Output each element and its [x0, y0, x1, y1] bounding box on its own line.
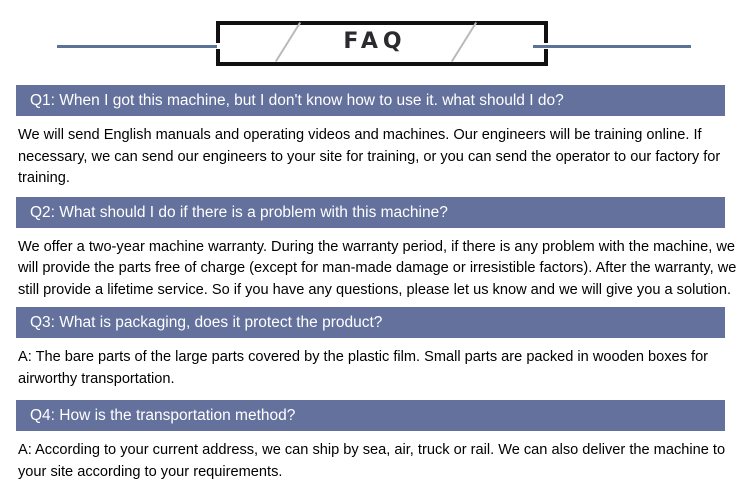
faq-question-bar-q2[interactable]: Q2: What should I do if there is a probl… [16, 196, 725, 228]
faq-answer-q2: We offer a two-year machine warranty. Du… [18, 238, 737, 298]
bracket-right-lower-edge [544, 49, 548, 66]
faq-question-bar-q1[interactable]: Q1: When I got this machine, but I don't… [16, 85, 725, 116]
page-title: FAQ [343, 29, 407, 54]
bracket-bottom-bar [216, 62, 548, 66]
faq-question-bar-q4[interactable]: Q4: How is the transportation method? [16, 400, 725, 431]
faq-header-banner: FAQ [0, 0, 750, 82]
faq-item: Q4: How is the transportation method? A:… [0, 400, 750, 483]
faq-item: Q3: What is packaging, does it protect t… [0, 307, 750, 397]
bracket-left-upper-edge [216, 21, 220, 43]
header-rule-left [57, 45, 217, 48]
faq-answer-q4: A: According to your current address, we… [18, 442, 726, 480]
faq-question-bar-q3[interactable]: Q3: What is packaging, does it protect t… [16, 307, 725, 338]
faq-list: Q1: When I got this machine, but I don't… [0, 82, 750, 483]
faq-answer-q1: We will send English manuals and operati… [18, 127, 721, 186]
faq-item: Q2: What should I do if there is a probl… [0, 196, 750, 308]
bracket-top-bar [216, 21, 548, 25]
bracket-left-lower-edge [216, 49, 220, 66]
faq-answer-q3: A: The bare parts of the large parts cov… [18, 349, 709, 387]
header-rule-right [533, 45, 691, 48]
bracket-right-upper-edge [544, 21, 548, 43]
faq-item: Q1: When I got this machine, but I don't… [0, 85, 750, 197]
